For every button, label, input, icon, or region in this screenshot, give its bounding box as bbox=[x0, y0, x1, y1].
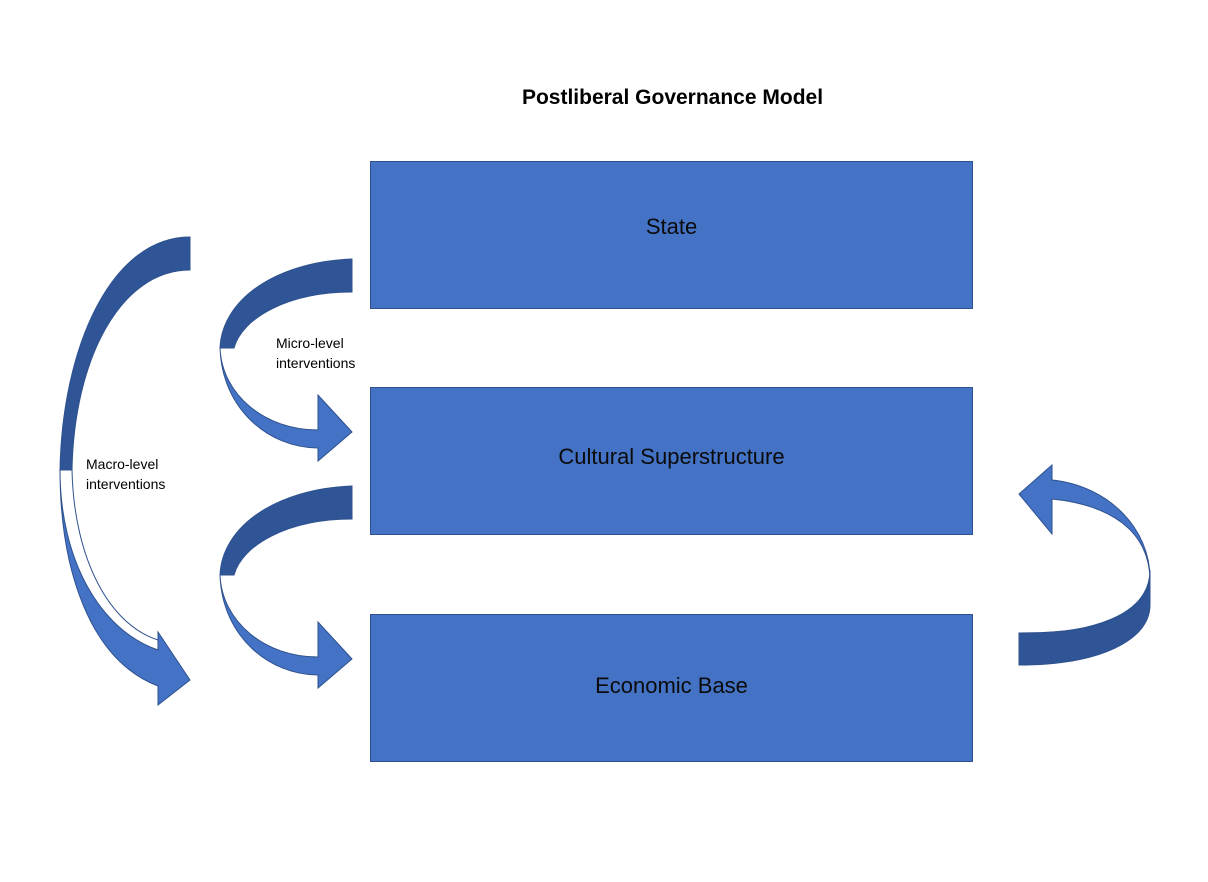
macro-level-line2: interventions bbox=[86, 476, 166, 492]
diagram-title: Postliberal Governance Model bbox=[521, 86, 824, 109]
state-label: State bbox=[645, 214, 698, 239]
cultural-superstructure-label: Cultural Superstructure bbox=[558, 444, 785, 469]
micro-level-line2: interventions bbox=[276, 355, 356, 371]
state-box: State bbox=[370, 161, 973, 309]
cultural-superstructure-box: Cultural Superstructure bbox=[370, 387, 973, 535]
micro-level-line1: Micro-level bbox=[276, 335, 344, 351]
macro-level-label: Macro-level interventions bbox=[86, 454, 165, 494]
macro-level-line1: Macro-level bbox=[86, 456, 159, 472]
cultural-to-economic-arrow bbox=[219, 485, 353, 690]
macro-curved-arrow bbox=[59, 236, 191, 707]
micro-level-label: Micro-level interventions bbox=[276, 333, 355, 373]
economic-to-cultural-arrow bbox=[1018, 463, 1151, 666]
micro-curved-arrow bbox=[219, 258, 353, 463]
economic-base-box: Economic Base bbox=[370, 614, 973, 762]
economic-base-label: Economic Base bbox=[595, 673, 748, 698]
